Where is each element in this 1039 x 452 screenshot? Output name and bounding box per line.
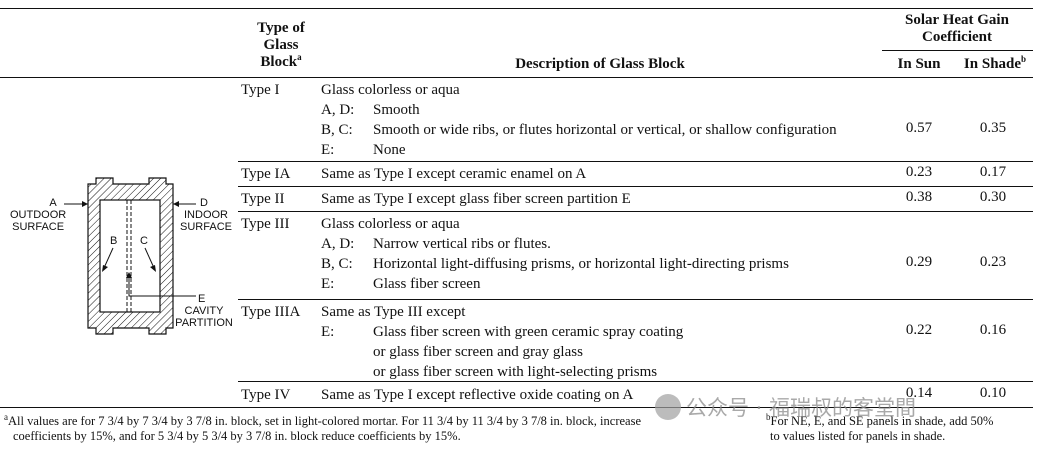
row-in-sun-value: 0.22 bbox=[905, 322, 933, 338]
footnote-b: bFor NE, E, and SE panels in shade, add … bbox=[766, 411, 1038, 444]
surface-label-line: SURFACE bbox=[12, 221, 65, 233]
header-shgc-line-2: Coefficient bbox=[922, 29, 992, 45]
row-desc-key: B, C: bbox=[321, 122, 353, 138]
row-in-shade-value: 0.10 bbox=[979, 385, 1007, 401]
diagram-label-e: E bbox=[198, 293, 206, 305]
row-in-sun-value: 0.29 bbox=[905, 254, 933, 270]
footnote-a-line-1: aAll values are for 7 3/4 by 7 3/4 by 3 … bbox=[4, 411, 641, 428]
row-desc-line: None bbox=[373, 142, 406, 158]
row-desc-line: or glass fiber screen with light-selecti… bbox=[373, 364, 658, 380]
header-type-line-2: Glass bbox=[263, 37, 299, 53]
outdoor-label-line: OUTDOOR bbox=[10, 209, 67, 221]
diagram-label-cavity-partition: CAVITY PARTITION bbox=[170, 305, 238, 329]
cavity-label-line: CAVITY bbox=[184, 305, 224, 317]
row-desc-line: Same as Type I except reflective oxide c… bbox=[321, 387, 634, 403]
header-in-sun: In Sun bbox=[897, 56, 941, 72]
leader-c-arrow bbox=[150, 265, 156, 272]
row-desc-line: Smooth bbox=[373, 102, 420, 118]
row-desc-key: E: bbox=[321, 142, 335, 158]
row-desc-line: Glass fiber screen bbox=[373, 276, 481, 292]
row-desc-line: Narrow vertical ribs or flutes. bbox=[373, 236, 551, 252]
row-separator bbox=[238, 381, 1033, 382]
row-separator bbox=[238, 299, 1033, 300]
leader-b-line bbox=[103, 247, 114, 269]
header-shgc-line-1: Solar Heat Gain bbox=[905, 12, 1009, 28]
row-type: Type III bbox=[241, 216, 290, 232]
header-shgc-underline bbox=[882, 50, 1033, 51]
leader-a-arrow bbox=[82, 201, 88, 207]
footnote-a-line-2: coefficients by 15%, and for 5 3/4 by 5 … bbox=[13, 429, 461, 443]
header-type-of-glass-block: Type of Glass Blocka bbox=[238, 20, 324, 71]
row-type: Type IV bbox=[241, 387, 291, 403]
leader-e-line bbox=[128, 276, 196, 297]
surface-label-line: SURFACE bbox=[180, 221, 232, 233]
row-in-shade-value: 0.17 bbox=[979, 164, 1007, 180]
header-type-line-3: Blocka bbox=[260, 52, 302, 71]
leader-c-line bbox=[144, 247, 155, 269]
row-desc-line: Same as Type I except ceramic enamel on … bbox=[321, 166, 587, 182]
table-bottom-rule bbox=[0, 407, 1033, 408]
diagram-label-c: C bbox=[140, 235, 148, 247]
leader-b-arrow bbox=[102, 265, 108, 272]
row-separator bbox=[238, 161, 1033, 162]
diagram-label-b: B bbox=[110, 235, 118, 247]
row-desc-line: Glass colorless or aqua bbox=[321, 82, 460, 98]
row-desc-line: Same as Type III except bbox=[321, 304, 466, 320]
row-desc-key: E: bbox=[321, 324, 335, 340]
watermark-text: 公众号 · 福瑞叔的客堂間 bbox=[686, 396, 917, 420]
glass-block-cavity bbox=[99, 199, 161, 313]
row-desc-key: E: bbox=[321, 276, 335, 292]
diagram-label-indoor-surface: INDOOR SURFACE bbox=[176, 209, 236, 233]
row-desc-key: A, D: bbox=[321, 102, 355, 118]
row-in-shade-value: 0.23 bbox=[979, 254, 1007, 270]
footnote-b-line-2: to values listed for panels in shade. bbox=[770, 429, 946, 443]
footnote-a: aAll values are for 7 3/4 by 7 3/4 by 3 … bbox=[4, 411, 764, 444]
row-desc-line: Glass fiber screen with green ceramic sp… bbox=[373, 324, 684, 340]
row-in-sun-value: 0.57 bbox=[905, 120, 933, 136]
row-desc-key: B, C: bbox=[321, 256, 353, 272]
header-bottom-rule bbox=[0, 77, 1033, 78]
row-in-shade-value: 0.16 bbox=[979, 322, 1007, 338]
footnote-b-line-1: bFor NE, E, and SE panels in shade, add … bbox=[766, 411, 994, 428]
row-in-sun-value: 0.14 bbox=[905, 385, 933, 401]
header-in-shade: In Shadeb bbox=[963, 54, 1027, 73]
diagram-label-a: A bbox=[49, 197, 57, 209]
row-desc-line: Glass colorless or aqua bbox=[321, 216, 460, 232]
diagram-label-d: D bbox=[200, 197, 208, 209]
row-in-sun-value: 0.23 bbox=[905, 164, 933, 180]
row-desc-key: A, D: bbox=[321, 236, 355, 252]
row-type: Type IA bbox=[241, 166, 291, 182]
row-separator bbox=[238, 186, 1033, 187]
indoor-label-line: INDOOR bbox=[184, 209, 228, 221]
header-type-line-1: Type of bbox=[257, 20, 305, 36]
row-type: Type IIIA bbox=[241, 304, 301, 320]
row-type: Type I bbox=[241, 82, 280, 98]
row-in-sun-value: 0.38 bbox=[905, 189, 933, 205]
row-desc-line: Same as Type I except glass fiber screen… bbox=[321, 191, 631, 207]
header-description: Description of Glass Block bbox=[515, 56, 685, 72]
glass-block-diagram bbox=[64, 177, 196, 335]
row-desc-line: Smooth or wide ribs, or flutes horizonta… bbox=[373, 122, 837, 138]
watermark-wechat-icon bbox=[655, 394, 681, 420]
row-desc-line: or glass fiber screen and gray glass bbox=[373, 344, 583, 360]
diagram-label-outdoor-surface: OUTDOOR SURFACE bbox=[10, 209, 66, 233]
row-desc-line: Horizontal light-diffusing prisms, or ho… bbox=[373, 256, 789, 272]
row-in-shade-value: 0.30 bbox=[979, 189, 1007, 205]
partition-label-line: PARTITION bbox=[175, 317, 233, 329]
row-type: Type II bbox=[241, 191, 285, 207]
leader-d-arrow bbox=[173, 201, 179, 207]
header-shgc: Solar Heat Gain Coefficient bbox=[882, 12, 1032, 46]
row-separator bbox=[238, 211, 1033, 212]
leader-e-arrow bbox=[126, 272, 132, 278]
row-in-shade-value: 0.35 bbox=[979, 120, 1007, 136]
table-top-rule bbox=[0, 8, 1033, 9]
